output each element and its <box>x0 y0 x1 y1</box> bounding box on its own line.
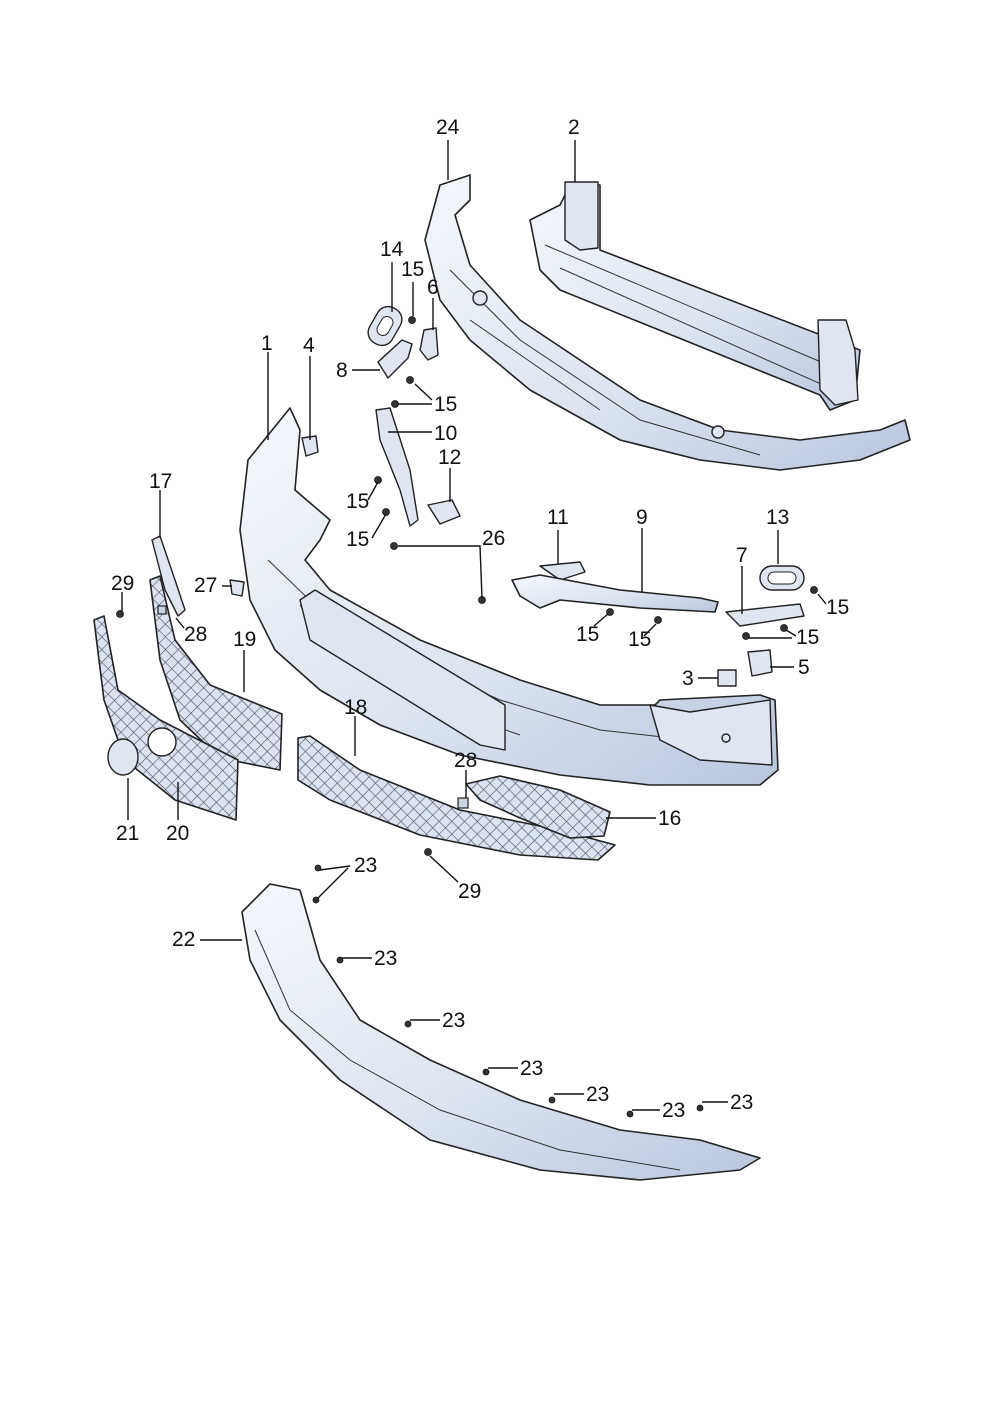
label-19: 19 <box>233 628 256 651</box>
screw-15-i <box>780 624 788 632</box>
screw-15-f <box>606 608 614 616</box>
label-23-b: 23 <box>374 947 397 970</box>
label-23-a: 23 <box>354 854 377 877</box>
screw-15-g <box>654 616 662 624</box>
label-4: 4 <box>303 334 315 357</box>
clip-28-b <box>457 797 469 809</box>
label-10: 10 <box>434 422 457 445</box>
label-27: 27 <box>194 574 217 597</box>
screw-23-b <box>312 896 320 904</box>
part-2-impact-beam <box>529 181 861 411</box>
part-10-mounting-strip <box>375 407 419 527</box>
screw-26-a <box>390 542 398 550</box>
label-15-d: 15 <box>346 528 369 551</box>
label-7: 7 <box>736 544 748 567</box>
part-13-ring-hole <box>767 571 797 585</box>
label-28-b: 28 <box>454 749 477 772</box>
screw-29-b <box>424 848 432 856</box>
label-15-f: 15 <box>576 623 599 646</box>
label-6: 6 <box>427 276 439 299</box>
part-4-bracket <box>301 435 319 457</box>
label-2: 2 <box>568 116 580 139</box>
screw-15-c <box>391 400 399 408</box>
clip-28-a <box>157 605 167 615</box>
part-24-carrier-beam <box>424 174 911 471</box>
part-11-bracket <box>539 561 586 581</box>
part-27-clip <box>229 579 245 597</box>
label-24: 24 <box>436 116 460 139</box>
label-15-h: 15 <box>796 626 819 649</box>
label-1: 1 <box>261 332 273 355</box>
screw-15-h <box>742 632 750 640</box>
label-15-a: 15 <box>401 258 424 281</box>
label-21: 21 <box>116 822 139 845</box>
label-8: 8 <box>336 359 348 382</box>
label-26: 26 <box>482 527 505 550</box>
part-14-ring <box>367 305 403 347</box>
part-8-bracket <box>377 339 413 379</box>
label-20: 20 <box>166 822 189 845</box>
label-5: 5 <box>798 656 810 679</box>
screw-23-g <box>626 1110 634 1118</box>
part-18-grille <box>297 735 616 861</box>
part-22-spoiler <box>241 883 761 1181</box>
part-12-bracket <box>427 499 461 525</box>
screw-23-c <box>336 956 344 964</box>
label-16: 16 <box>658 807 681 830</box>
part-9-mounting-strip <box>511 574 719 613</box>
screw-15-e <box>382 508 390 516</box>
part-5-bracket <box>747 649 773 677</box>
label-23-c: 23 <box>442 1009 465 1032</box>
label-29-b: 29 <box>458 880 481 903</box>
label-23-e: 23 <box>586 1083 609 1106</box>
label-15-c: 15 <box>346 490 369 513</box>
part-6-bracket <box>419 327 439 361</box>
screw-15-b <box>406 376 414 384</box>
part-20-grille <box>93 615 239 821</box>
label-15-g: 15 <box>628 628 651 651</box>
label-13: 13 <box>766 506 789 529</box>
label-23-g: 23 <box>730 1091 753 1114</box>
leader-lines <box>121 140 827 1111</box>
part-1-bumper-cover <box>239 407 779 786</box>
screw-23-e <box>482 1068 490 1076</box>
part-21-cap <box>107 738 139 776</box>
screw-15-a <box>408 316 416 324</box>
screw-23-f <box>548 1096 556 1104</box>
label-14: 14 <box>380 238 404 261</box>
label-23-f: 23 <box>662 1099 685 1122</box>
callout-labels: 24 2 14 15 6 1 4 8 15 10 12 15 15 26 17 … <box>111 116 849 1122</box>
part-3-bracket <box>717 669 737 687</box>
label-15-b: 15 <box>434 393 457 416</box>
label-29-a: 29 <box>111 572 134 595</box>
screw-15-d <box>374 476 382 484</box>
label-3: 3 <box>682 667 694 690</box>
label-28-a: 28 <box>184 623 207 646</box>
screw-15-j <box>810 586 818 594</box>
label-23-d: 23 <box>520 1057 543 1080</box>
screw-23-d <box>404 1020 412 1028</box>
screws <box>116 316 818 1118</box>
label-9: 9 <box>636 506 648 529</box>
screw-23-a <box>314 864 322 872</box>
label-18: 18 <box>344 696 367 719</box>
label-17: 17 <box>149 470 172 493</box>
label-11: 11 <box>547 506 569 529</box>
label-15-e: 15 <box>826 596 849 619</box>
label-22: 22 <box>172 928 195 951</box>
part-19-grille <box>149 575 283 771</box>
screw-23-h <box>696 1104 704 1112</box>
screw-29-a <box>116 610 124 618</box>
label-12: 12 <box>438 446 461 469</box>
part-7-bracket <box>725 603 805 627</box>
part-16-grille <box>465 775 611 839</box>
